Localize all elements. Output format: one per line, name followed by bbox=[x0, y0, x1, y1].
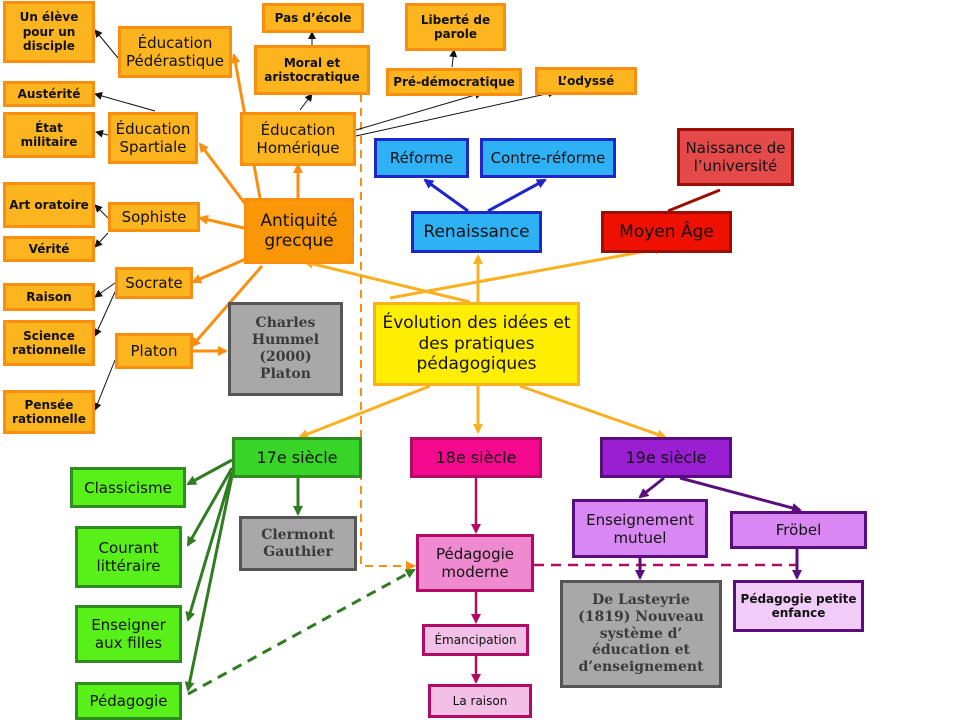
dashed-pedagogie-link bbox=[187, 568, 416, 696]
reference-gauthier: Clermont Gauthier bbox=[239, 516, 357, 571]
node-classicisme[interactable]: Classicisme bbox=[70, 467, 186, 508]
node-center-title[interactable]: Évolution des idées et des pratiques péd… bbox=[373, 302, 580, 386]
node-eleve-disciple[interactable]: Un élève pour un disciple bbox=[3, 1, 95, 63]
node-antiquite-grecque[interactable]: Antiquité grecque bbox=[244, 198, 354, 264]
node-frobel[interactable]: Fröbel bbox=[730, 511, 867, 549]
node-courant-litteraire[interactable]: Courant littéraire bbox=[75, 526, 182, 588]
node-pre-democratique[interactable]: Pré-démocratique bbox=[386, 68, 522, 96]
node-pedagogie-moderne[interactable]: Pédagogie moderne bbox=[416, 534, 534, 592]
moyen-age-universite-link bbox=[667, 188, 721, 213]
node-science-rationnelle[interactable]: Science rationnelle bbox=[3, 320, 95, 366]
reference-lasteyrie: De Lasteyrie (1819) Nouveau système d’ é… bbox=[560, 580, 722, 688]
node-enseignement-mutuel[interactable]: Enseignement mutuel bbox=[572, 499, 708, 558]
node-liberte-parole[interactable]: Liberté de parole bbox=[405, 3, 506, 51]
node-art-oratoire[interactable]: Art oratoire bbox=[3, 182, 95, 228]
node-sophiste[interactable]: Sophiste bbox=[108, 202, 200, 232]
node-pedagogie-petite-enfance[interactable]: Pédagogie petite enfance bbox=[733, 580, 864, 632]
node-emancipation[interactable]: Émancipation bbox=[422, 624, 529, 656]
node-moyen-age[interactable]: Moyen Âge bbox=[601, 211, 732, 253]
node-pedagogie[interactable]: Pédagogie bbox=[75, 682, 182, 720]
siecle17-links bbox=[184, 458, 303, 692]
node-17e-siecle[interactable]: 17e siècle bbox=[232, 437, 362, 478]
node-etat-militaire[interactable]: État militaire bbox=[3, 112, 95, 158]
center-links bbox=[298, 244, 667, 440]
node-moral-aristocratique[interactable]: Moral et aristocratique bbox=[254, 45, 370, 95]
antiquite-links bbox=[188, 53, 303, 356]
node-odyssee[interactable]: L’odyssé bbox=[535, 67, 637, 95]
node-pas-ecole[interactable]: Pas d’école bbox=[262, 3, 364, 33]
thin-links bbox=[93, 29, 556, 411]
node-pensee-rationnelle[interactable]: Pensée rationnelle bbox=[3, 390, 95, 434]
node-18e-siecle[interactable]: 18e siècle bbox=[410, 437, 542, 478]
node-education-spartiale[interactable]: Éducation Spartiale bbox=[108, 112, 198, 164]
node-socrate[interactable]: Socrate bbox=[115, 267, 193, 299]
node-naissance-universite[interactable]: Naissance de l’université bbox=[677, 128, 794, 186]
node-enseigner-filles[interactable]: Enseigner aux filles bbox=[75, 605, 182, 663]
node-raison[interactable]: Raison bbox=[3, 283, 95, 311]
siecle19-links bbox=[635, 476, 802, 580]
node-19e-siecle[interactable]: 19e siècle bbox=[600, 437, 732, 478]
node-contre-reforme[interactable]: Contre-réforme bbox=[480, 138, 616, 178]
node-reforme[interactable]: Réforme bbox=[374, 138, 469, 178]
dashed-homerique-link bbox=[360, 80, 416, 571]
node-verite[interactable]: Vérité bbox=[3, 236, 95, 262]
node-la-raison[interactable]: La raison bbox=[428, 684, 532, 718]
node-platon[interactable]: Platon bbox=[115, 333, 193, 369]
renaissance-contre-reforme-link bbox=[487, 178, 547, 213]
node-education-homerique[interactable]: Éducation Homérique bbox=[240, 112, 356, 166]
node-austerite[interactable]: Austérité bbox=[3, 81, 95, 107]
renaissance-reforme-link bbox=[423, 178, 469, 213]
reference-hummel: Charles Hummel (2000) Platon bbox=[228, 302, 343, 396]
node-renaissance[interactable]: Renaissance bbox=[411, 211, 542, 253]
node-education-pederastique[interactable]: Éducation Pédérastique bbox=[118, 26, 232, 78]
